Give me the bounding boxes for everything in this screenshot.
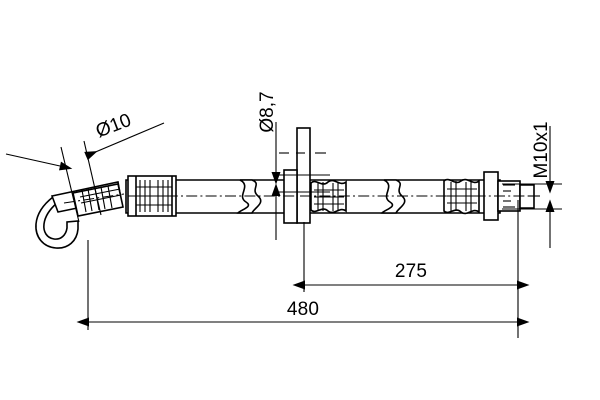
- dimension-length-480: [76, 240, 530, 330]
- label-length-275: 275: [395, 261, 427, 282]
- label-diameter-87: Ø8,7: [257, 91, 278, 132]
- label-thread-m10x1: M10x1: [531, 121, 552, 178]
- dimension-diameter-10: [5, 122, 165, 223]
- dimension-diameter-87: [271, 122, 330, 240]
- left-curved-end: [35, 195, 79, 249]
- label-diameter-10: Ø10: [93, 110, 134, 142]
- part-geometry: [35, 127, 535, 249]
- dimension-length-275: [292, 200, 530, 338]
- left-ferrule-knurl: [79, 185, 122, 213]
- label-length-480: 480: [287, 299, 319, 320]
- centre-ferrule-knurl: [314, 182, 344, 211]
- thread-marks: [503, 184, 515, 208]
- dimension-thread-m10x1: [502, 126, 562, 248]
